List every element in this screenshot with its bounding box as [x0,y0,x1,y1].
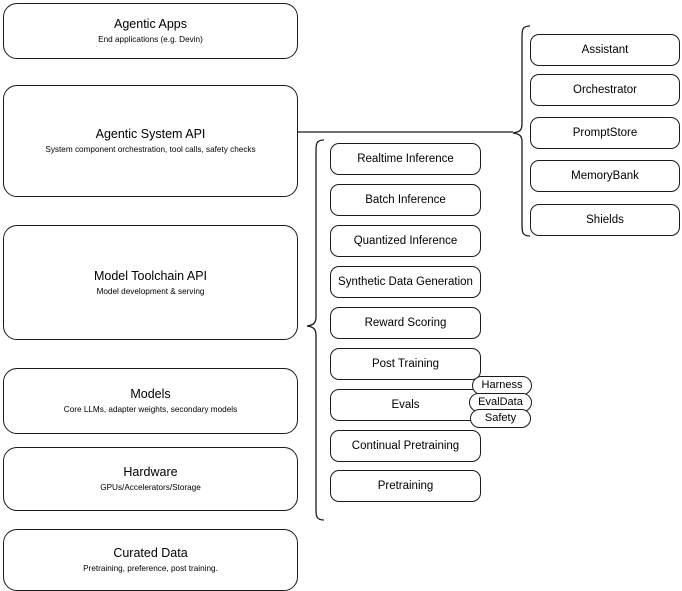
item-label: Post Training [371,358,440,370]
toolchain-item-pretraining[interactable]: Pretraining [330,470,481,502]
layer-title: Agentic System API [95,127,206,141]
item-label: Synthetic Data Generation [338,276,473,288]
layer-subtitle: System component orchestration, tool cal… [45,145,256,154]
layer-title: Agentic Apps [114,17,187,31]
agentic-component-promptstore[interactable]: PromptStore [530,117,680,149]
agentic-component-memorybank[interactable]: MemoryBank [530,160,680,192]
connector-agentic-system-api-to-components [298,131,513,133]
layer-box-models[interactable]: Models Core LLMs, adapter weights, secon… [3,368,298,434]
layer-subtitle: Model development & serving [96,286,205,296]
toolchain-item-evals[interactable]: Evals [330,389,481,421]
agentic-component-orchestrator[interactable]: Orchestrator [530,74,680,106]
layer-subtitle: Pretraining, preference, post training. [83,564,218,573]
layer-box-hardware[interactable]: Hardware GPUs/Accelerators/Storage [3,447,298,511]
layer-box-curated-data[interactable]: Curated Data Pretraining, preference, po… [3,529,298,591]
evals-subitem-safety[interactable]: Safety [470,409,531,428]
agentic-component-shields[interactable]: Shields [530,204,680,236]
item-label: Realtime Inference [357,153,454,165]
item-label: Batch Inference [365,194,446,206]
item-label: Pretraining [377,480,434,492]
item-label: Shields [586,214,624,226]
item-label: MemoryBank [571,170,639,182]
layer-subtitle: GPUs/Accelerators/Storage [100,483,201,492]
agentic-component-assistant[interactable]: Assistant [530,34,680,66]
toolchain-item-batch-inference[interactable]: Batch Inference [330,184,481,216]
brace-model-toolchain [306,139,325,521]
layer-subtitle: Core LLMs, adapter weights, secondary mo… [63,405,238,414]
layer-box-agentic-system-api[interactable]: Agentic System API System component orch… [3,85,298,197]
layer-title: Models [130,387,171,401]
layer-box-model-toolchain-api[interactable]: Model Toolchain API Model development & … [3,225,298,340]
pill-label: Harness [481,379,523,391]
layer-title: Hardware [123,465,178,479]
toolchain-item-post-training[interactable]: Post Training [330,348,481,380]
layer-subtitle: End applications (e.g. Devin) [98,35,203,44]
item-label: Continual Pretraining [351,440,460,452]
toolchain-item-realtime-inference[interactable]: Realtime Inference [330,143,481,175]
evals-subitem-evaldata[interactable]: EvalData [469,393,532,412]
item-label: Evals [391,399,420,411]
item-label: Orchestrator [573,84,637,96]
layer-title: Curated Data [113,546,188,560]
layer-box-agentic-apps[interactable]: Agentic Apps End applications (e.g. Devi… [3,3,298,59]
toolchain-item-quantized-inference[interactable]: Quantized Inference [330,225,481,257]
item-label: Quantized Inference [353,235,458,247]
pill-label: Safety [484,412,517,424]
item-label: PromptStore [572,127,638,139]
pill-label: EvalData [478,396,523,408]
toolchain-item-synthetic-data-generation[interactable]: Synthetic Data Generation [330,266,481,298]
item-label: Reward Scoring [364,317,447,329]
item-label: Assistant [581,44,629,56]
toolchain-item-reward-scoring[interactable]: Reward Scoring [330,307,481,339]
layer-title: Model Toolchain API [93,268,208,283]
toolchain-item-continual-pretraining[interactable]: Continual Pretraining [330,430,481,462]
